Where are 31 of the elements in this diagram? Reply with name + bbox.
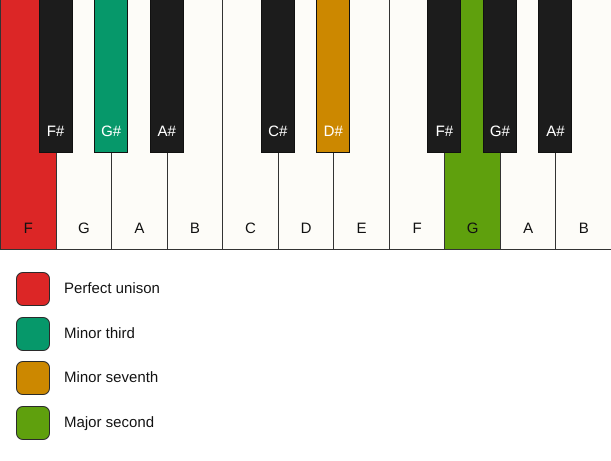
note-label: F#	[46, 123, 64, 140]
note-label: B	[578, 220, 589, 237]
sharp-key	[482, 0, 517, 153]
note-label: C	[245, 220, 256, 237]
note-label: G#	[490, 123, 510, 140]
sharp-key	[150, 0, 184, 153]
sharp-key	[38, 0, 73, 153]
note-label: E	[356, 220, 367, 237]
sharp-key	[260, 0, 295, 153]
note-label: A#	[157, 123, 176, 140]
sharp-key	[316, 0, 350, 153]
legend-label: Major second	[64, 414, 154, 431]
legend-label: Minor seventh	[64, 369, 158, 386]
note-label: G#	[101, 123, 122, 140]
note-label: G	[466, 220, 478, 237]
note-label: A	[134, 220, 144, 237]
note-label: D	[300, 220, 312, 237]
note-label: D#	[324, 123, 343, 140]
note-label: C#	[268, 123, 288, 140]
sharp-key	[94, 0, 128, 153]
note-label: F#	[436, 123, 454, 140]
note-label: B	[190, 220, 200, 237]
note-label: A#	[546, 123, 565, 140]
note-label: F	[412, 220, 422, 237]
sharp-key	[538, 0, 572, 153]
note-label: A	[523, 220, 534, 237]
note-label: F	[24, 220, 33, 237]
note-label: G	[78, 220, 90, 237]
legend-label: Minor third	[64, 324, 135, 342]
sharp-key	[427, 0, 462, 153]
legend-label: Perfect unison	[64, 280, 160, 297]
